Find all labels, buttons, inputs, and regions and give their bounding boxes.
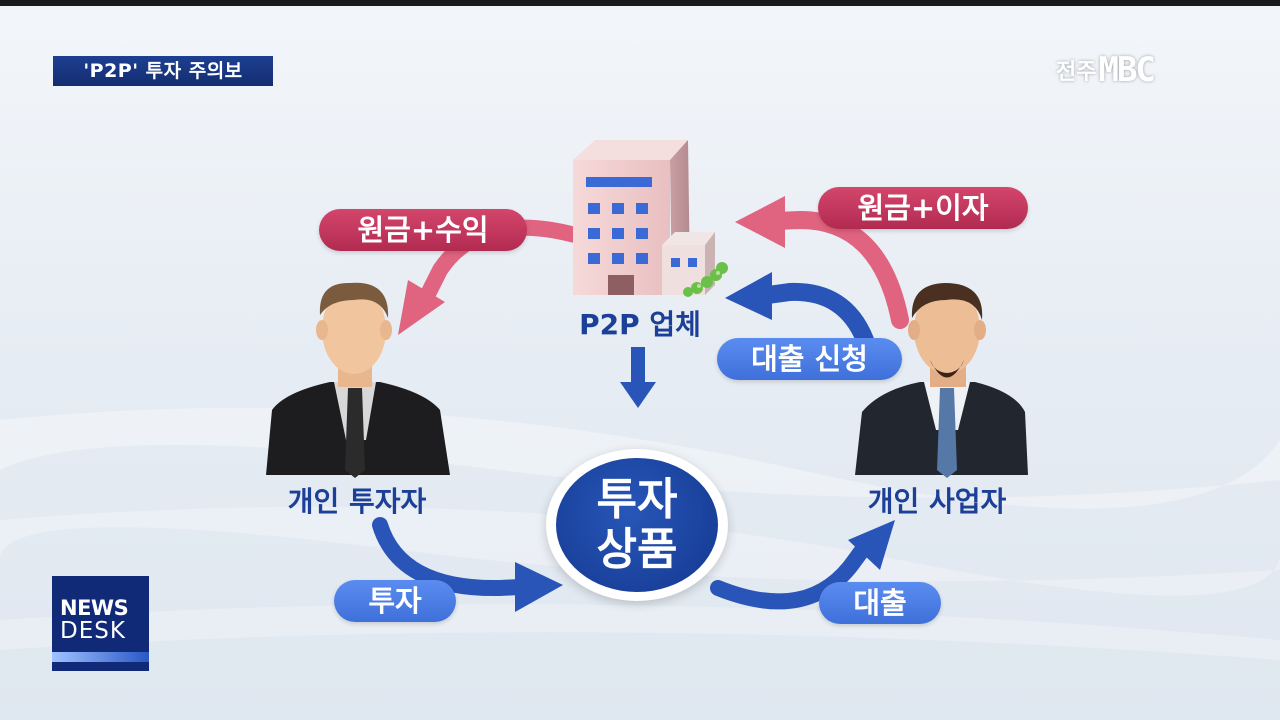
logo-stripe xyxy=(52,652,149,662)
center-line-1: 투자 xyxy=(596,474,678,525)
investor-figure-icon xyxy=(266,282,450,478)
investor-label: 개인 투자자 xyxy=(287,485,427,518)
center-line-2: 상품 xyxy=(596,524,678,575)
logo-line-1: NEWS xyxy=(60,596,129,620)
headline-caption: 'P2P' 투자 주의보 xyxy=(53,56,273,86)
pill-loan-request: 대출 신청 xyxy=(717,338,902,380)
channel-logo: 전주 MBC xyxy=(1056,50,1156,90)
arrow-business-to-company xyxy=(735,196,909,329)
channel-city: 전주 xyxy=(1056,60,1097,85)
channel-brand: MBC xyxy=(1098,50,1155,90)
investment-product-circle: 투자 상품 xyxy=(546,449,728,601)
pill-loan: 대출 xyxy=(819,582,941,624)
arrow-loan xyxy=(710,520,895,610)
company-label: P2P 업체 xyxy=(579,308,701,341)
pill-principal-profit: 원금+수익 xyxy=(319,209,527,251)
business-label: 개인 사업자 xyxy=(867,485,1007,518)
arrow-company-to-product xyxy=(620,347,656,408)
logo-line-2: DESK xyxy=(60,618,126,644)
arrow-loan-request xyxy=(725,272,874,349)
top-bar xyxy=(0,0,1280,6)
business-figure-icon xyxy=(855,283,1028,478)
pill-invest: 투자 xyxy=(334,580,456,622)
newsdesk-logo: NEWS DESK xyxy=(52,576,149,671)
arrow-invest xyxy=(372,517,563,612)
pill-principal-interest: 원금+이자 xyxy=(818,187,1028,229)
building-icon xyxy=(573,140,728,297)
